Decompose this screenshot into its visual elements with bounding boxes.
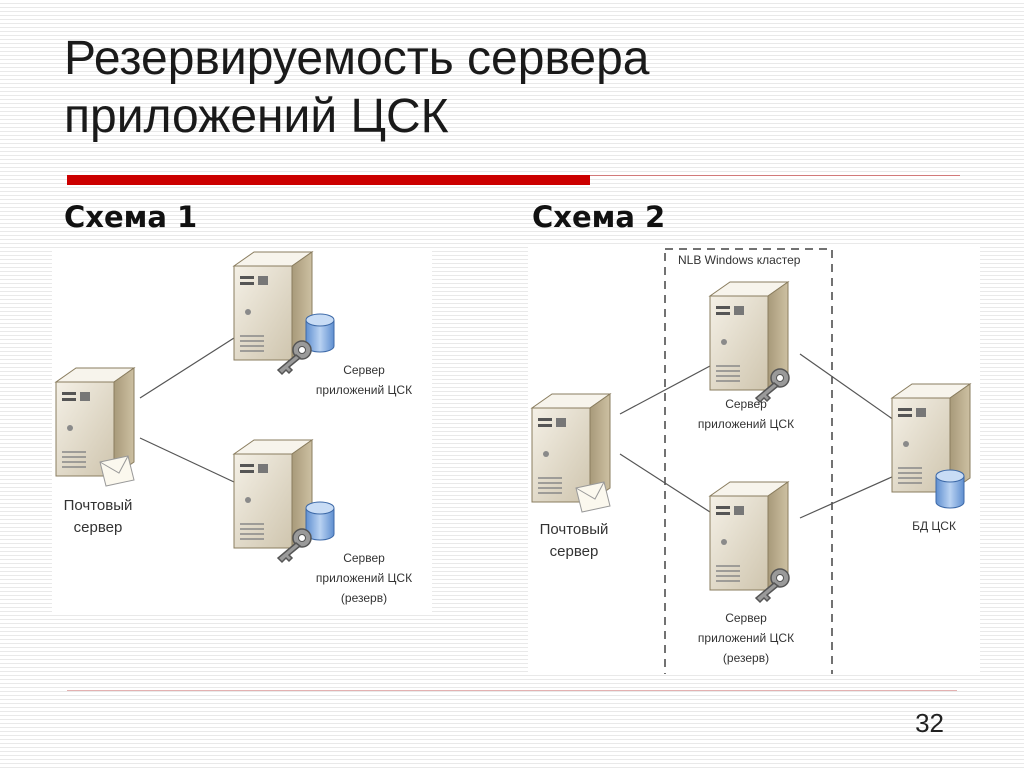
link-mail-to-app-server: [619, 365, 711, 415]
title-underline-red: [67, 175, 590, 185]
footer-rule: [67, 690, 957, 691]
mail-server: Почтовый сервер: [531, 393, 611, 560]
nlb-cluster-label: NLB Windows кластер: [678, 253, 801, 267]
envelope-icon: [99, 455, 135, 487]
app-server-backup-label-2: приложений ЦСК: [698, 631, 794, 645]
db-server: БД ЦСК: [891, 383, 971, 533]
title-underline-thin: [590, 175, 960, 176]
app-server-backup-label-1: Сервер: [343, 551, 385, 565]
app-server-backup-label-1: Сервер: [725, 611, 767, 625]
schema-1-heading: Схема 1: [64, 200, 198, 234]
mail-server-label-2: сервер: [550, 543, 599, 560]
app-server-backup-label-2: приложений ЦСК: [316, 571, 412, 585]
link-app-server-to-db: [799, 353, 895, 421]
app-server: Сервер приложений ЦСК: [698, 281, 794, 431]
app-server-backup: Сервер приложений ЦСК (резерв): [233, 439, 412, 605]
slide-title: Резервируемость сервера приложений ЦСК: [64, 30, 964, 146]
db-server-label: БД ЦСК: [912, 519, 956, 533]
schema-2-diagram: NLB Windows кластер Почтовый сервер Серв…: [528, 244, 980, 674]
database-cylinder-icon: [935, 469, 965, 509]
app-server-label-2: приложений ЦСК: [316, 383, 412, 397]
link-mail-to-app-server: [139, 337, 235, 399]
app-server-label-2: приложений ЦСК: [698, 417, 794, 431]
mail-server-label-1: Почтовый: [540, 521, 609, 538]
link-mail-to-backup-server: [619, 453, 711, 513]
app-server: Сервер приложений ЦСК: [233, 251, 412, 397]
link-backup-server-to-db: [799, 475, 895, 519]
link-mail-to-backup-server: [139, 437, 235, 483]
app-server-backup-label-3: (резерв): [341, 591, 387, 605]
schema-1-diagram: Почтовый сервер Сервер приложений ЦСК Се…: [52, 250, 432, 612]
mail-server-label-1: Почтовый: [64, 497, 133, 514]
mail-server-label-2: сервер: [74, 519, 123, 536]
page-number: 32: [915, 708, 944, 738]
app-server-backup-label-3: (резерв): [723, 651, 769, 665]
schema-2-heading: Схема 2: [532, 200, 666, 234]
app-server-label-1: Сервер: [725, 397, 767, 411]
app-server-label-1: Сервер: [343, 363, 385, 377]
slide-title-line-1: Резервируемость сервера: [64, 32, 650, 85]
slide-title-line-2: приложений ЦСК: [64, 90, 449, 143]
mail-server: Почтовый сервер: [55, 367, 135, 536]
envelope-icon: [575, 481, 611, 513]
app-server-backup: Сервер приложений ЦСК (резерв): [698, 481, 794, 665]
nlb-cluster-boundary: [664, 248, 833, 674]
